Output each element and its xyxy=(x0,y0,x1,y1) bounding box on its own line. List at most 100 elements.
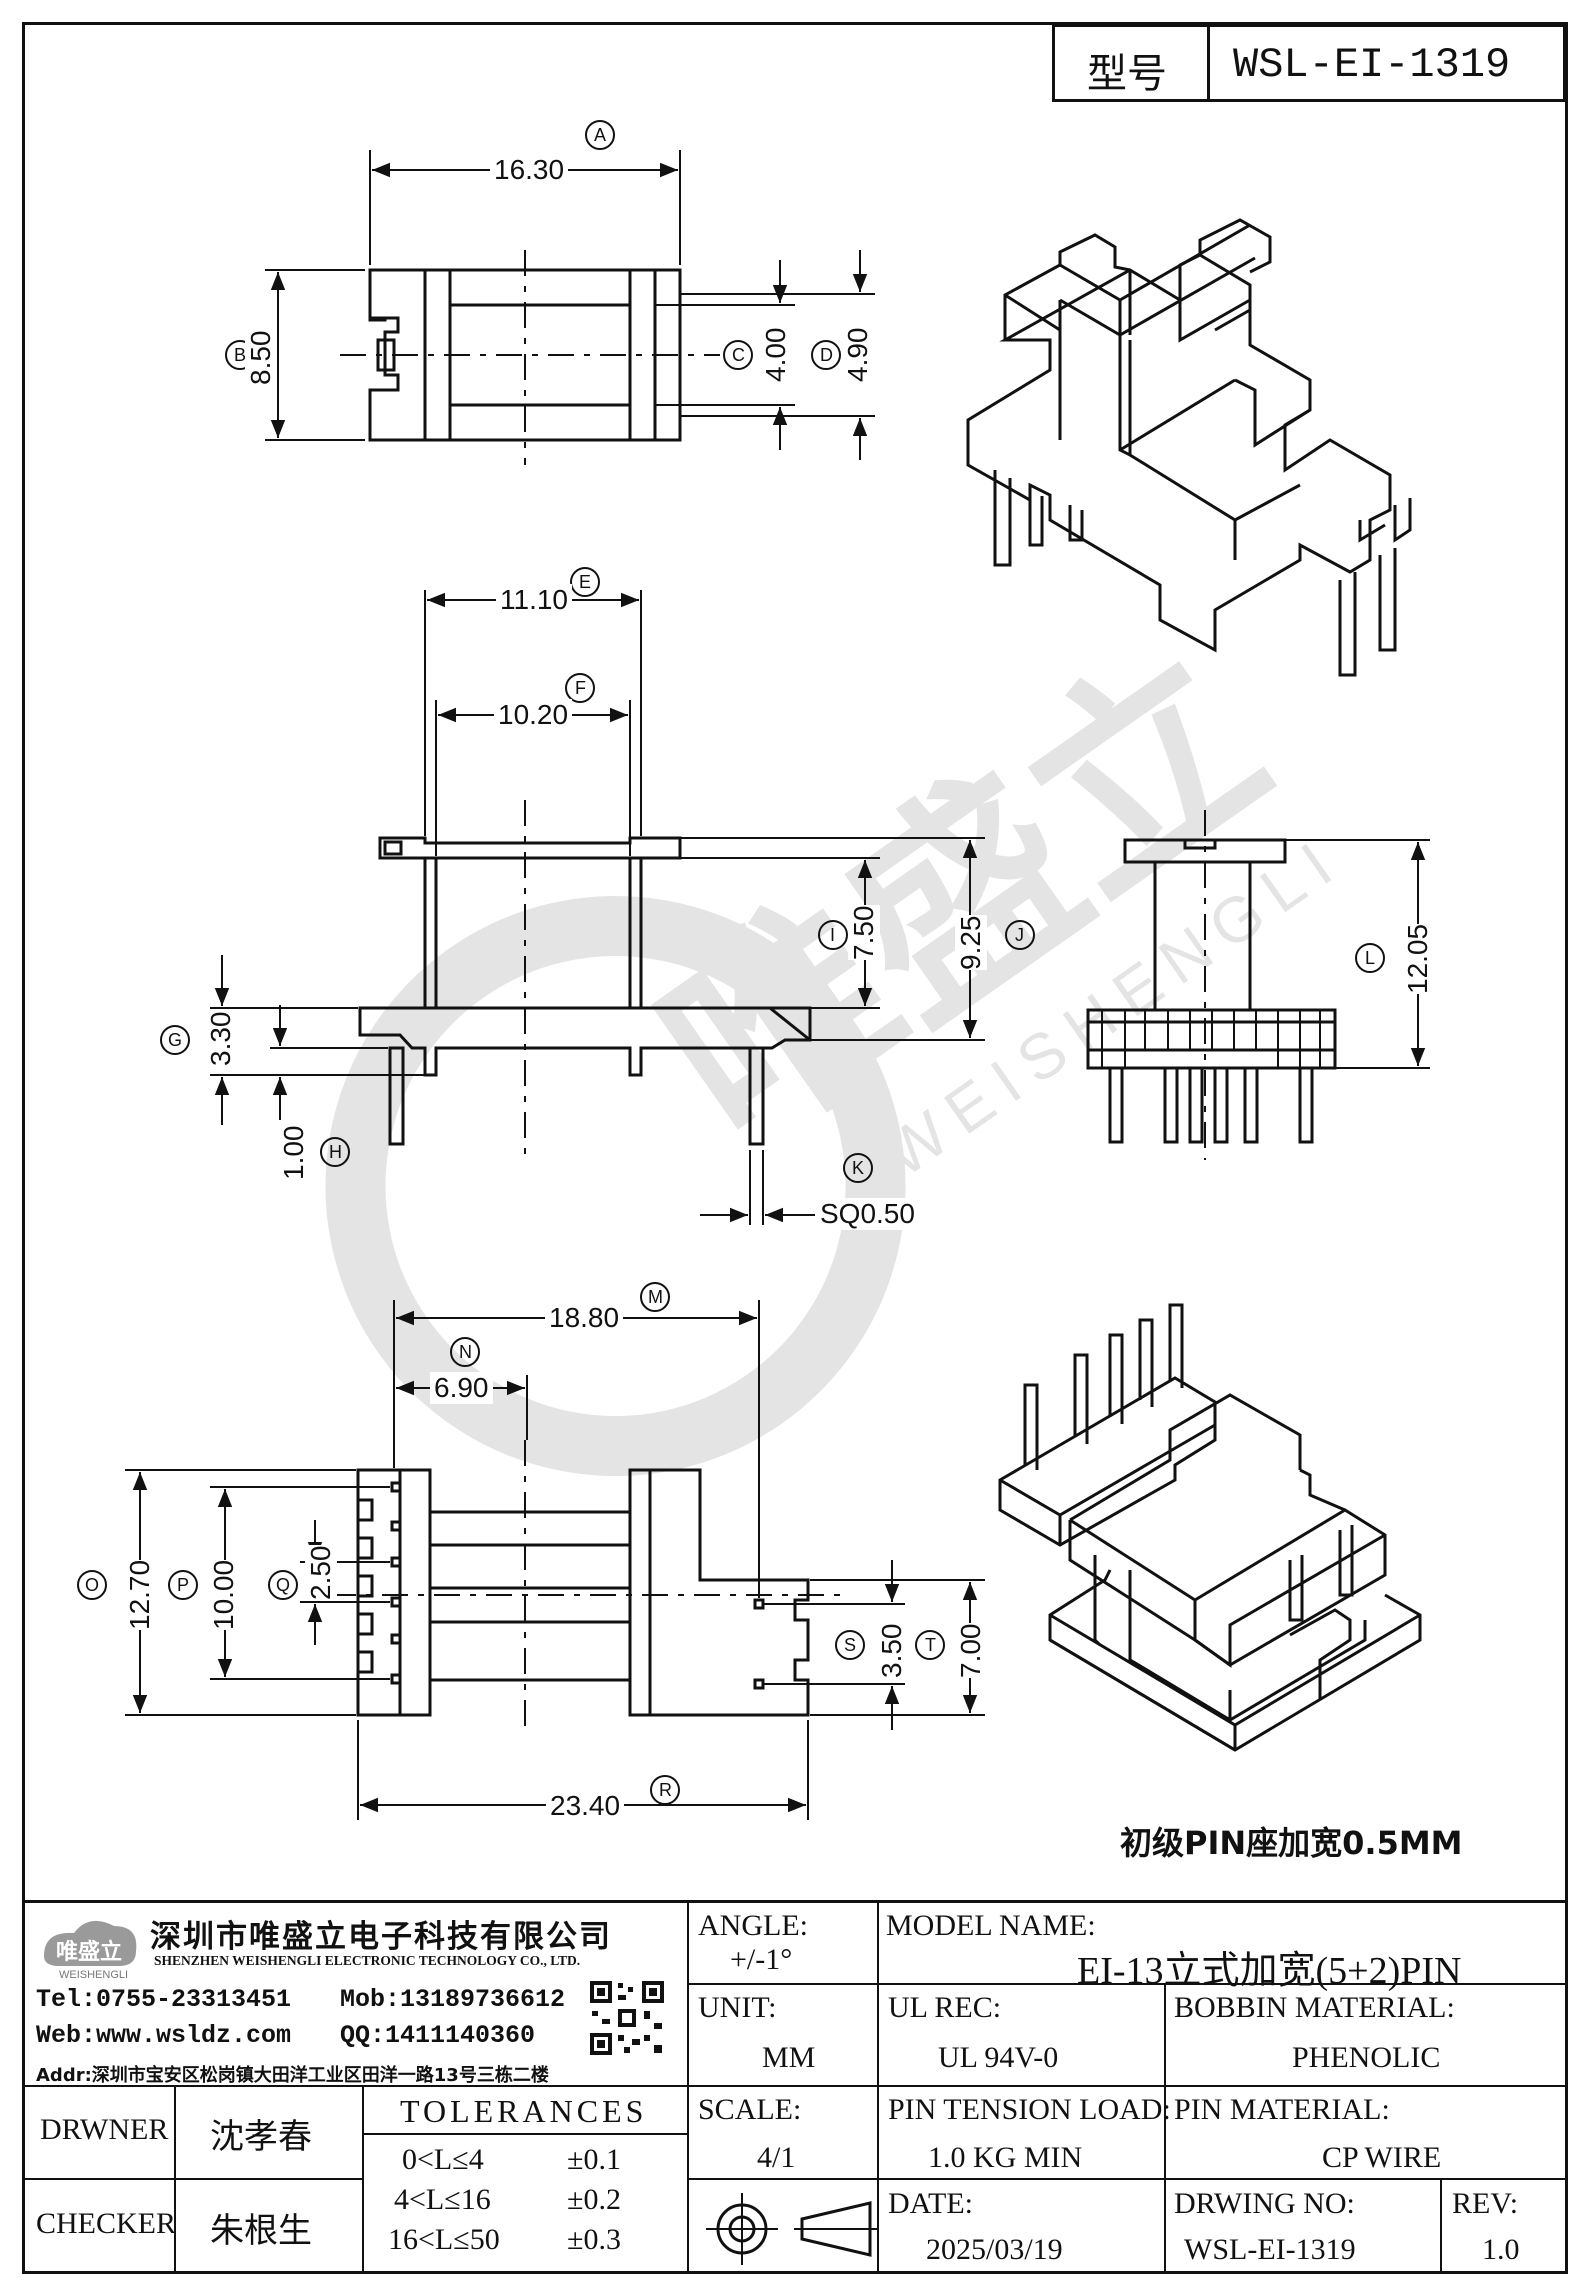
dim-r-value: 23.40 xyxy=(546,1790,625,1822)
tol-range-1: 0<L≤4 xyxy=(402,2143,484,2176)
letter-b: B xyxy=(234,345,247,365)
dim-b-value: 8.50 xyxy=(245,330,277,385)
rev-value: 1.0 xyxy=(1482,2233,1520,2266)
model-box-label: 型号 xyxy=(1087,51,1167,97)
dim-p-value: 10.00 xyxy=(208,1559,240,1630)
qr-code xyxy=(588,1979,666,2057)
letter-m: M xyxy=(648,1287,663,1307)
scale-label: SCALE: xyxy=(698,2093,802,2126)
model-name-label: MODEL NAME: xyxy=(886,1909,1096,1942)
tol-value-3: ±0.3 xyxy=(567,2223,621,2256)
model-box: 型号 WSL-EI-1319 xyxy=(1052,24,1566,102)
circle-p xyxy=(168,1570,198,1600)
letter-o: O xyxy=(85,1575,100,1595)
circle-h xyxy=(320,1137,350,1167)
pin-material-label: PIN MATERIAL: xyxy=(1174,2093,1390,2126)
tol-range-3: 16<L≤50 xyxy=(388,2223,500,2256)
model-name-value: EI-13立式加宽(5+2)PIN xyxy=(1077,1950,1462,1992)
circle-d xyxy=(811,340,841,370)
letter-c: C xyxy=(732,345,745,365)
model-box-value: WSL-EI-1319 xyxy=(1233,41,1511,89)
drawing-no-value: WSL-EI-1319 xyxy=(1184,2233,1356,2266)
iso-view-top xyxy=(966,218,1412,677)
letter-e: E xyxy=(579,572,592,592)
dim-l-value: 12.05 xyxy=(1402,923,1434,994)
technical-drawing xyxy=(77,120,1430,1820)
drawing-no-label: DRWING NO: xyxy=(1174,2187,1355,2220)
dimension-letters: A B C D E F G H I J K L M N O P Q R S T xyxy=(85,125,1376,1800)
company-qq: QQ:1411140360 xyxy=(340,2021,536,2050)
tol-value-1: ±0.1 xyxy=(567,2143,621,2176)
dim-m-value: 18.80 xyxy=(545,1302,624,1334)
letter-g: G xyxy=(168,1030,183,1050)
letter-d: D xyxy=(820,345,833,365)
letter-f: F xyxy=(575,678,586,698)
bobbin-value: PHENOLIC xyxy=(1292,2041,1441,2074)
letter-p: P xyxy=(177,1575,190,1595)
dim-j-value: 9.25 xyxy=(955,915,987,970)
pin-material-value: CP WIRE xyxy=(1322,2141,1442,2174)
dim-c-value: 4.00 xyxy=(760,327,792,382)
dim-f-value: 10.20 xyxy=(494,699,573,731)
watermark-ring xyxy=(325,896,906,1477)
company-tel: Tel:0755-23313451 xyxy=(36,1985,292,2014)
company-name-cn: 深圳市唯盛立电子科技有限公司 xyxy=(150,1919,612,1955)
top-view xyxy=(265,150,875,465)
dim-d-value: 4.90 xyxy=(842,327,874,382)
title-block: 唯盛立 WEISHENGLI 深圳市唯盛立电子科技有限公司 SHENZHEN W… xyxy=(22,1900,1568,2274)
projection-symbol xyxy=(706,2193,877,2265)
ul-value: UL 94V-0 xyxy=(938,2041,1059,2074)
angle-label: ANGLE: xyxy=(698,1909,808,1942)
circle-q xyxy=(268,1570,298,1600)
letter-s: S xyxy=(844,1635,857,1655)
letter-l: L xyxy=(1365,948,1376,968)
circle-r xyxy=(650,1775,680,1805)
letter-j: J xyxy=(1015,925,1024,945)
tolerances-label: TOLERANCES xyxy=(400,2093,648,2129)
circle-j xyxy=(1005,920,1035,950)
circle-o xyxy=(77,1570,107,1600)
checker-label: CHECKER xyxy=(36,2207,177,2240)
dim-g-value: 3.30 xyxy=(205,1011,237,1066)
circle-m xyxy=(640,1282,670,1312)
letter-i: I xyxy=(830,925,836,945)
dim-n-value: 6.90 xyxy=(430,1372,493,1404)
circle-l xyxy=(1355,943,1385,973)
logo-text: 唯盛立 xyxy=(56,1939,122,1964)
bobbin-label: BOBBIN MATERIAL: xyxy=(1174,1991,1455,2024)
dim-q-value: 2.50 xyxy=(305,1545,337,1600)
dim-s-value: 3.50 xyxy=(876,1623,908,1678)
drawer-label: DRWNER xyxy=(40,2113,169,2146)
dimension-letter-circles xyxy=(77,120,1385,1805)
date-value: 2025/03/19 xyxy=(926,2233,1063,2266)
company-mob: Mob:13189736612 xyxy=(340,1985,566,2014)
circle-t xyxy=(915,1630,945,1660)
letter-t: T xyxy=(925,1635,936,1655)
circle-i xyxy=(818,920,848,950)
angle-value: +/-1° xyxy=(730,1943,793,1976)
dim-h-value: 1.00 xyxy=(278,1125,309,1181)
dim-k-value: SQ0.50 xyxy=(820,1198,915,1230)
company-addr: Addr:深圳市宝安区松岗镇大田洋工业区田洋一路13号三栋二楼 xyxy=(36,2065,549,2086)
scale-value: 4/1 xyxy=(757,2141,796,2174)
checker-value: 朱根生 xyxy=(210,2211,312,2251)
dim-t-value: 7.00 xyxy=(955,1623,987,1678)
dim-e-value: 11.10 xyxy=(496,584,572,616)
letter-a: A xyxy=(594,125,607,145)
pin-tension-value: 1.0 KG MIN xyxy=(928,2141,1083,2174)
circle-g xyxy=(160,1025,190,1055)
date-label: DATE: xyxy=(888,2187,973,2220)
drawing-frame xyxy=(22,22,1568,2274)
pin-tension-label: PIN TENSION LOAD: xyxy=(888,2093,1171,2126)
iso-view-bottom xyxy=(998,1303,1422,1752)
letter-h: H xyxy=(329,1142,342,1162)
dim-o-value: 12.70 xyxy=(124,1559,156,1630)
rev-label: REV: xyxy=(1452,2187,1519,2220)
side-view xyxy=(1086,810,1430,1160)
letter-k: K xyxy=(852,1158,865,1178)
unit-value: MM xyxy=(762,2041,816,2074)
circle-e xyxy=(570,567,600,597)
dim-i-value: 7.50 xyxy=(848,905,880,960)
company-web: Web:www.wsldz.com xyxy=(36,2021,292,2050)
circle-s xyxy=(835,1630,865,1660)
